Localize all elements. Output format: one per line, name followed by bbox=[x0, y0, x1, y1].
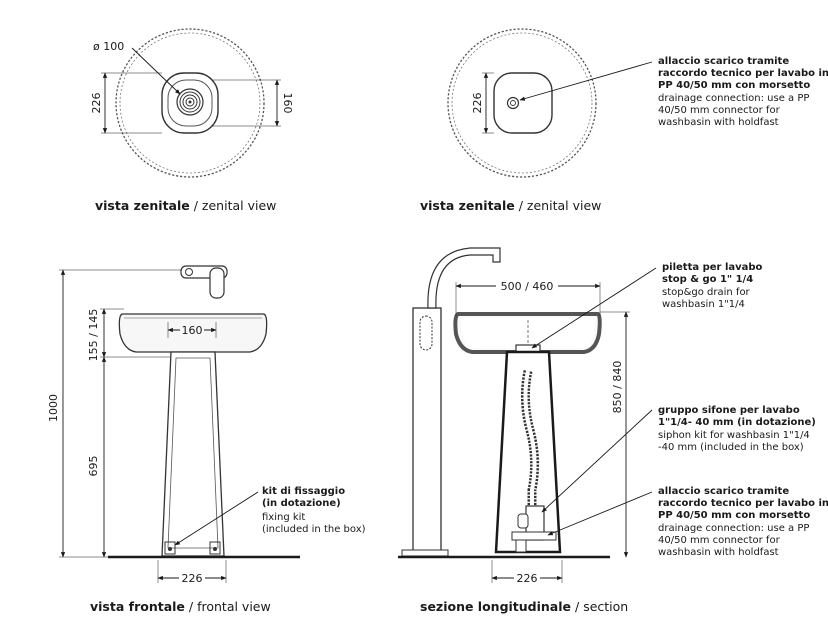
dim-label-160: 160 bbox=[281, 93, 294, 114]
label-bg bbox=[180, 322, 204, 336]
callout-leader-siphon bbox=[541, 409, 653, 513]
dim-label-226: 226 bbox=[90, 93, 103, 114]
drain-outlet bbox=[515, 539, 527, 553]
callout-leader-connection bbox=[547, 491, 653, 536]
siphon-elbow bbox=[517, 513, 529, 529]
section-view: 500 / 460 850 / 840 226 piletta per lava… bbox=[398, 247, 828, 614]
dim-label-500-460: 500 / 460 bbox=[501, 280, 554, 293]
siphon-hose-core bbox=[523, 370, 537, 510]
basin-bowl bbox=[493, 72, 553, 134]
screw-icon bbox=[213, 547, 217, 551]
drain-hole-inner bbox=[510, 100, 516, 106]
caption-section: sezione longitudinale / section bbox=[420, 599, 628, 614]
callout-leader-drain bbox=[531, 267, 657, 349]
caption-zenital-right: vista zenitale / zenital view bbox=[420, 198, 601, 213]
callout-siphon: gruppo sifone per lavabo 1"1/4- 40 mm (i… bbox=[658, 398, 821, 453]
dim-label-850-840: 850 / 840 bbox=[611, 361, 624, 414]
screw-icon bbox=[168, 547, 172, 551]
drain-hole bbox=[506, 96, 520, 110]
drain-ring-3 bbox=[185, 97, 195, 107]
basin-outer-rim bbox=[115, 28, 265, 178]
drain-connection bbox=[511, 531, 557, 541]
basin-outer-rim bbox=[447, 28, 597, 178]
zenital-view-left: ø 100 226 160 vista zenitale / zenital v… bbox=[90, 28, 294, 213]
tap-knob bbox=[185, 268, 193, 276]
zenital-view-right: 226 allaccio scarico tramite raccordo te… bbox=[420, 28, 828, 213]
dim-label-695: 695 bbox=[87, 456, 100, 477]
callout-leader bbox=[519, 61, 653, 101]
label-bg bbox=[179, 571, 205, 585]
tap-control bbox=[419, 315, 433, 351]
fixing-bracket-right bbox=[209, 541, 221, 555]
basin-bowl bbox=[161, 72, 219, 134]
basin-outer-rim-inner bbox=[451, 32, 593, 174]
dim-label-226: 226 bbox=[182, 572, 203, 585]
drain-ring-1 bbox=[179, 91, 201, 113]
pedestal-section bbox=[494, 350, 562, 554]
tap-base bbox=[401, 549, 449, 557]
basin-bowl-inner bbox=[167, 79, 213, 127]
tap-spout bbox=[427, 247, 501, 309]
dim-label-155-145: 155 / 145 bbox=[87, 309, 100, 362]
fixing-bracket-left bbox=[164, 541, 176, 555]
dim-label-1000: 1000 bbox=[47, 394, 60, 422]
caption-frontal: vista frontale / frontal view bbox=[90, 599, 271, 614]
callout-drain: piletta per lavabo stop & go 1" 1/4 stop… bbox=[662, 255, 768, 310]
wall-tap-spout bbox=[209, 267, 225, 299]
frontal-view: 160 155 / 145 695 1000 226 kit di fiss bbox=[47, 265, 366, 614]
callout-drainage: allaccio scarico tramite raccordo tecnic… bbox=[658, 49, 828, 128]
drain-ring-2 bbox=[182, 94, 198, 110]
dim-label-226: 226 bbox=[471, 93, 484, 114]
label-bg bbox=[514, 571, 540, 585]
dim-label-226: 226 bbox=[517, 572, 538, 585]
drain-outer bbox=[176, 88, 204, 116]
pedestal-inner bbox=[167, 357, 219, 549]
pedestal-column bbox=[161, 351, 225, 557]
callout-leader bbox=[174, 491, 259, 546]
diameter-label: ø 100 bbox=[93, 40, 124, 53]
basin-outer-rim-inner bbox=[119, 32, 261, 174]
callout-connection: allaccio scarico tramite raccordo tecnic… bbox=[658, 479, 828, 558]
callout-fixing-kit: kit di fissaggio (in dotazione) fixing k… bbox=[262, 479, 366, 535]
caption-zenital-left: vista zenitale / zenital view bbox=[95, 198, 276, 213]
diameter-leader bbox=[131, 47, 181, 95]
label-bg bbox=[496, 279, 558, 293]
floor-tap-column bbox=[412, 307, 442, 553]
dim-label-160: 160 bbox=[182, 324, 203, 337]
drain-center bbox=[188, 100, 192, 104]
